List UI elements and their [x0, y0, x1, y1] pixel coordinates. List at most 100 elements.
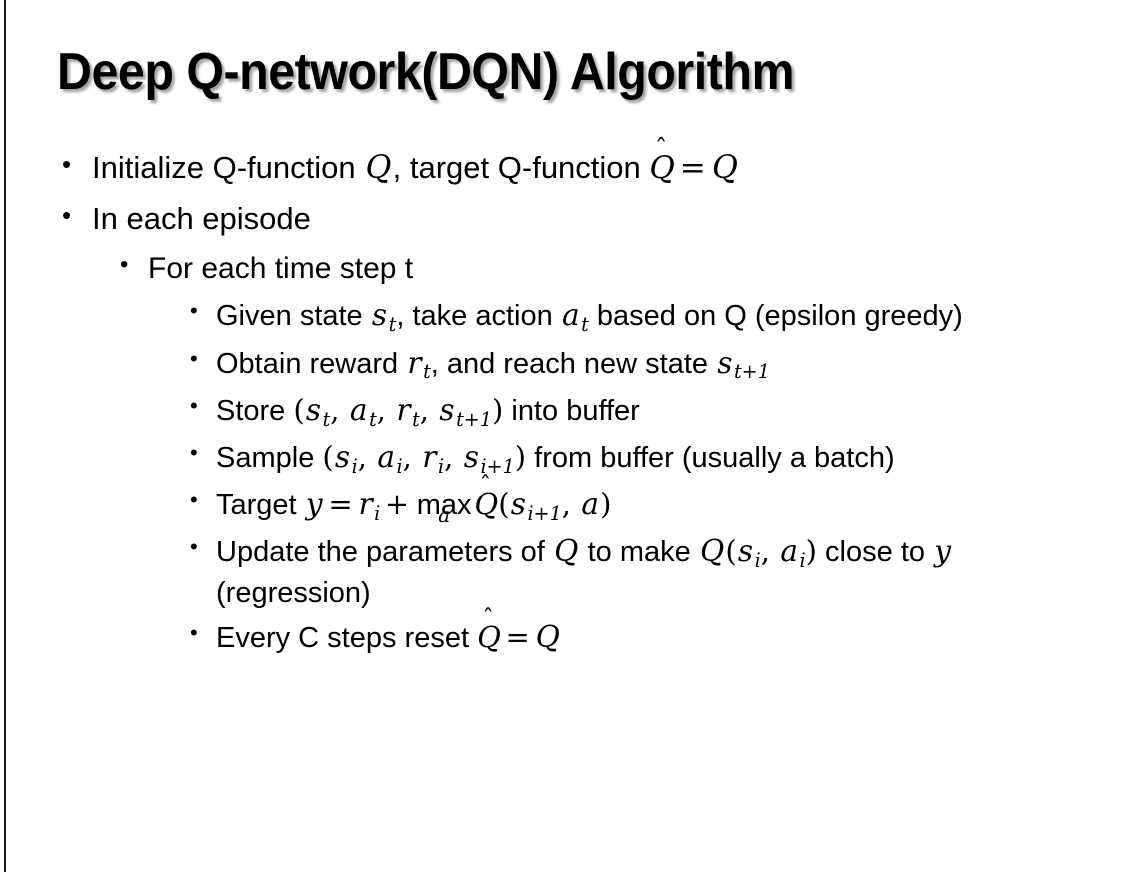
bullet-item-in-each-episode: • In each episode	[0, 199, 1124, 239]
bullet-text-run: Store	[216, 394, 294, 427]
bullet-item-obtain-reward: •Obtain reward rt, and reach new state s…	[0, 344, 1124, 385]
bullet-item-given-state: •Given state st, take action at based on…	[0, 296, 1124, 337]
math-subscript: t	[388, 313, 397, 337]
math-symbol: a	[780, 534, 798, 569]
bullet-item-label: For each time step t	[148, 249, 1048, 288]
math-operator: +	[384, 487, 410, 522]
math-punctuation: ,	[357, 439, 377, 474]
bullet-marker-icon: •	[190, 392, 198, 418]
bullet-text-run: Sample	[216, 441, 323, 474]
math-punctuation: )	[492, 392, 504, 427]
math-subscript: t	[369, 407, 377, 431]
math-symbol: s	[737, 534, 754, 569]
bullet-text-run: , take action	[396, 300, 561, 333]
math-subscript: t	[322, 407, 331, 431]
math-symbol: r	[422, 439, 437, 474]
bullet-marker-icon: •	[62, 149, 72, 179]
math-punctuation: (	[322, 439, 334, 474]
bullet-item-for-each-time-step: • For each time step t	[0, 249, 1124, 288]
math-symbol: Q	[365, 150, 392, 186]
math-subscript: i	[396, 454, 403, 478]
math-operator: =	[328, 487, 353, 522]
bullet-list: •Initialize Q-function Q, target Q-funct…	[0, 133, 1124, 664]
math-subscript: t	[581, 313, 589, 337]
bullet-text-run: Initialize Q-function	[92, 150, 365, 185]
math-symbol: a	[377, 439, 395, 474]
math-subscript: i	[437, 454, 445, 478]
math-symbol: r	[407, 345, 422, 380]
math-subscript: i+1	[480, 454, 515, 478]
math-punctuation: )	[600, 487, 612, 522]
bullet-marker-icon: •	[62, 200, 72, 231]
math-subscript: i+1	[527, 501, 562, 525]
math-symbol: a	[349, 392, 368, 427]
bullet-marker-icon: •	[190, 620, 198, 646]
math-symbol: s	[439, 392, 455, 427]
math-subscript: t+1	[734, 360, 770, 384]
max-underscript: a	[438, 502, 451, 527]
math-symbol: r	[396, 392, 411, 427]
bullet-item-label: Initialize Q-function Q, target Q-functi…	[92, 133, 1052, 189]
math-punctuation: ,	[561, 487, 581, 522]
math-symbol: s	[717, 345, 733, 380]
math-symbol: s	[305, 392, 322, 427]
bullet-text-run: Update the parameters of	[216, 536, 553, 569]
bullet-item-store-into-buffer: • Store (st, at, rt, st+1) into buffer	[0, 391, 1124, 432]
bullet-item-label: Store (st, at, rt, st+1) into buffer	[216, 391, 1096, 432]
bullet-marker-icon: •	[190, 298, 198, 324]
math-punctuation: ,	[402, 439, 422, 474]
math-symbol: s	[463, 439, 479, 474]
math-punctuation: ,	[419, 392, 439, 427]
math-punctuation: ,	[330, 392, 349, 427]
math-symbol: Q	[535, 620, 560, 655]
math-punctuation: )	[805, 534, 817, 569]
math-subscript: i	[799, 549, 806, 573]
left-edge-rule	[4, 0, 6, 872]
math-symbol: s	[371, 298, 388, 333]
bullet-marker-icon: •	[190, 487, 198, 513]
circumflex-accent: ˆ	[654, 133, 668, 164]
bullet-text-run: Target	[216, 489, 305, 522]
math-symbol: y	[934, 534, 951, 569]
math-symbol: r	[358, 487, 373, 522]
math-symbol: Q	[699, 534, 725, 569]
math-subscript: i	[351, 454, 358, 478]
bullet-text-run: , target Q-function	[392, 150, 650, 185]
math-subscript: t+1	[456, 407, 492, 431]
bullet-text-run: based on Q (epsilon greedy)	[588, 300, 963, 333]
math-subscript: i	[374, 501, 381, 525]
bullet-text-run: For each time step t	[148, 252, 414, 286]
math-punctuation: ,	[760, 534, 780, 569]
bullet-text-run: to make	[579, 536, 699, 569]
math-symbol: Q	[711, 150, 738, 186]
circumflex-accent: ˆ	[479, 471, 492, 500]
bullet-item-label: Update the parameters of Q to make Q(si,…	[216, 532, 1096, 612]
bullet-text-run: close to	[817, 536, 934, 569]
bullet-text-run: In each episode	[92, 201, 311, 237]
math-operator: =	[505, 620, 530, 655]
math-symbol: a	[561, 298, 580, 333]
bullet-text-run: Given state	[216, 300, 371, 333]
math-punctuation: ,	[376, 392, 396, 427]
math-operator: =	[679, 150, 706, 186]
bullet-item-initialize: •Initialize Q-function Q, target Q-funct…	[0, 133, 1124, 189]
slide-title: Deep Q-network(DQN) Algorithm	[57, 43, 794, 101]
math-punctuation: (	[725, 534, 737, 569]
bullet-marker-icon: •	[120, 251, 129, 279]
math-subscript: i	[754, 549, 761, 573]
bullet-item-sample-from-buffer: •Sample (si, ai, ri, si+1) from buffer (…	[0, 438, 1124, 479]
math-symbol: a	[581, 487, 599, 522]
math-subscript: t	[423, 360, 431, 384]
bullet-text-run: Obtain reward	[216, 347, 407, 380]
bullet-marker-icon: •	[190, 439, 198, 465]
bullet-item-update-parameters: •Update the parameters of Q to make Q(si…	[0, 532, 1124, 612]
bullet-item-label: Sample (si, ai, ri, si+1) from buffer (u…	[216, 438, 1096, 479]
bullet-item-label: Obtain reward rt, and reach new state st…	[216, 344, 1096, 385]
